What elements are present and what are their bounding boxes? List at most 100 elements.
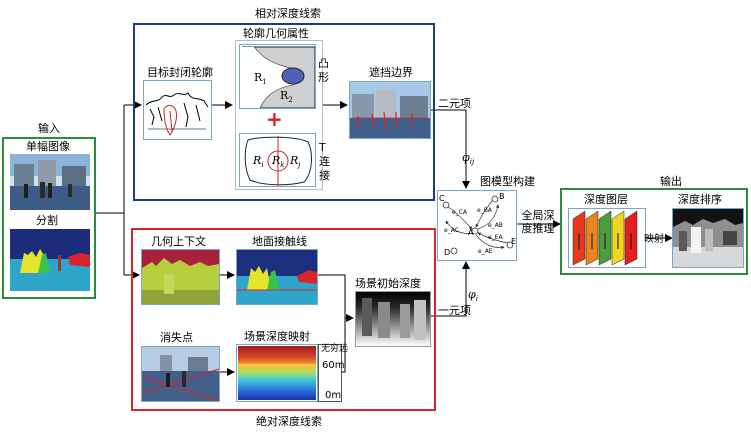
edge-label-ab: e_AB	[488, 222, 503, 229]
arrow-contact-to-initial	[318, 274, 354, 322]
phi-ij-symbol: φ	[462, 151, 470, 164]
edge-label-ca: e_CA	[452, 209, 467, 216]
edge-b-a	[475, 200, 493, 228]
arrow-unary-term	[431, 261, 470, 317]
input-panel: 单幅图像 分割	[2, 137, 96, 299]
mapping-label: 映射	[644, 234, 664, 245]
region-rj-text: R	[290, 154, 299, 167]
contour-geometry-panel: R1 R2 凸形 + Ri Rk Rj T连接	[235, 40, 330, 190]
binary-term-label: 二元项	[438, 97, 471, 110]
edge-label-ea: e_EA	[488, 234, 503, 241]
edge-a-e	[475, 234, 505, 250]
node-c	[442, 201, 450, 209]
t-junction-label: T连接	[319, 141, 330, 182]
single-image-thumbnail	[10, 154, 90, 210]
phi-ij: φij	[462, 151, 474, 169]
segmentation-thumbnail	[10, 229, 90, 291]
node-c-label: C	[439, 194, 445, 203]
region-rk: Rk	[272, 154, 285, 172]
phi-i-symbol: φ	[468, 288, 476, 301]
plus-sign: +	[266, 107, 283, 131]
vanishing-point-sketch	[141, 347, 220, 402]
node-d-label: D	[444, 248, 451, 257]
vanishing-point-label: 消失点	[160, 331, 193, 344]
node-b	[491, 195, 499, 203]
geometric-context-image	[141, 249, 220, 305]
scale-60m: 60m	[322, 360, 345, 371]
depth-order-image	[672, 208, 744, 268]
convex-label: 凸形	[318, 57, 329, 84]
scale-infinity: 无穷远	[321, 344, 349, 354]
relative-panel	[133, 23, 435, 201]
node-d	[450, 247, 458, 255]
phi-i-sub: i	[475, 295, 478, 304]
graph-title: 图模型构建	[480, 175, 535, 188]
depth-gradient	[238, 346, 316, 400]
node-b-label: B	[499, 192, 505, 201]
t-junction-diagram: Ri Rk Rj	[239, 133, 316, 187]
edge-a-b	[477, 204, 500, 230]
occlusion-boundary-image	[349, 81, 431, 139]
layer-stack	[572, 210, 638, 266]
input-title: 输入	[38, 122, 60, 135]
unary-term-label: 一元项	[438, 304, 471, 317]
closed-contour-image	[143, 80, 212, 140]
ground-contact-label: 地面接触线	[252, 235, 307, 248]
region-ri-text: R	[253, 154, 262, 167]
edge-label-ac: e_AC	[444, 227, 459, 234]
arrow-binary-term	[431, 109, 470, 189]
node-e	[506, 241, 514, 249]
scale-0m: 0m	[325, 390, 342, 401]
edge-c-a	[447, 206, 473, 230]
region-r2-text: R	[280, 89, 289, 102]
initial-depth-image	[355, 291, 431, 347]
node-a-label: A	[468, 228, 474, 237]
node-a	[471, 227, 479, 235]
absolute-panel	[131, 228, 436, 411]
region-r1: R1	[254, 71, 267, 89]
initial-depth-label: 场景初始深度	[355, 277, 421, 290]
depth-order-map	[673, 209, 743, 267]
geometric-context-map	[142, 250, 219, 304]
contour-geometry-label: 轮廓几何属性	[243, 27, 309, 40]
phi-i: φi	[468, 288, 478, 306]
output-title: 输出	[660, 175, 682, 188]
convexity-sketch	[240, 45, 316, 109]
ground-contact-image	[236, 249, 318, 305]
graph-sketch	[442, 195, 514, 255]
output-panel: 深度图层 映射 深度排序	[560, 188, 748, 275]
edge-e-a	[477, 232, 509, 244]
depth-horizon	[237, 364, 317, 366]
contour-sketch	[145, 92, 209, 136]
depth-mapping-image	[236, 344, 318, 402]
segmentation-label: 分割	[36, 214, 58, 227]
single-image-label: 单幅图像	[26, 140, 70, 153]
depth-order-label: 深度排序	[678, 193, 722, 206]
occlusion-boundary-label: 遮挡边界	[369, 66, 413, 79]
region-rk-text: R	[272, 154, 281, 167]
region-r1-text: R	[254, 71, 263, 84]
absolute-title: 绝对深度线索	[256, 415, 322, 428]
edge-label-ba: e_BA	[477, 207, 492, 214]
edge-label-ae: e_AE	[478, 248, 493, 255]
t-junction-sketch	[244, 136, 312, 186]
region-r1-sub: 1	[262, 78, 267, 87]
initial-depth-map	[356, 292, 430, 346]
node-e-label: E	[511, 237, 517, 246]
region-r2: R2	[280, 89, 293, 107]
occlusion-sketch	[350, 82, 430, 138]
closed-contour-label: 目标封闭轮廓	[147, 66, 213, 79]
depth-scale: 无穷远 60m 0m	[318, 344, 348, 402]
phi-ij-sub: ij	[469, 158, 475, 167]
vanishing-point-image	[141, 346, 220, 402]
ground-contact-map	[237, 250, 317, 304]
region-ri-sub: i	[261, 161, 264, 170]
global-inference-label: 全局深度推理	[521, 209, 555, 235]
depth-layers-stack	[572, 210, 638, 266]
graph-model-panel: A B C D E e_CA e_BA e_AC e_AB e_EA e_AE	[437, 190, 517, 261]
region-ri: Ri	[253, 154, 264, 172]
depth-mapping-label: 场景深度映射	[244, 330, 310, 343]
depth-layers-label: 深度图层	[584, 193, 628, 206]
region-r2-sub: 2	[288, 96, 293, 105]
